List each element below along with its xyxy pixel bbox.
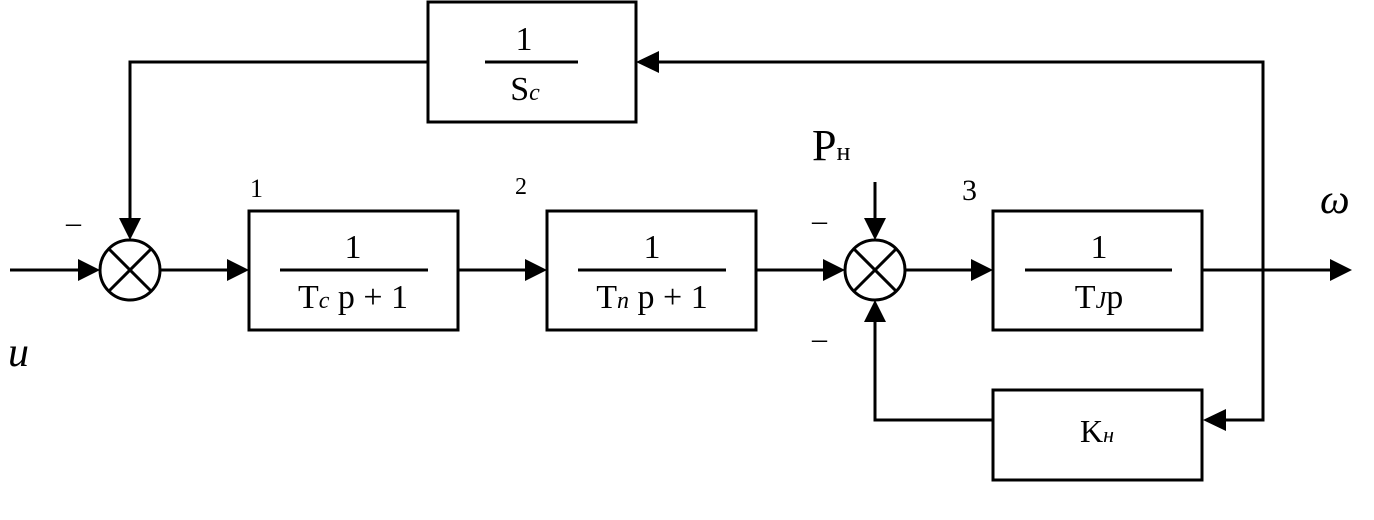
feedback-sc-block: 1 Sc [426, 0, 638, 124]
kn-block: Kн [991, 388, 1204, 482]
disturbance-main: P [812, 121, 836, 170]
disturbance-label: Pн [812, 121, 850, 170]
sc-denominator: Sc [510, 71, 540, 108]
stage2-den-sub: п [617, 288, 629, 314]
stage3-numerator: 1 [1091, 229, 1108, 266]
stage3-den-sub: J [1096, 288, 1108, 314]
stage3-block: 1 TJp [991, 209, 1204, 332]
summer-2 [843, 238, 907, 302]
stage2-numerator: 1 [644, 229, 661, 266]
kn-main: K [1080, 413, 1103, 449]
stage3-den-post: p [1106, 279, 1123, 316]
kn-label: Kн [1080, 413, 1114, 449]
arrowhead [823, 259, 845, 281]
arrowhead [78, 259, 100, 281]
arrowhead [864, 300, 886, 322]
sc-numerator: 1 [516, 21, 533, 58]
summer-1 [98, 238, 162, 302]
stage1-denominator: Tc p + 1 [298, 279, 408, 316]
stage2-den-post: p + 1 [629, 279, 708, 316]
minus-sign-summer2-top: – [811, 204, 828, 237]
outer-feedback-line [650, 60, 1265, 270]
arrowhead [636, 51, 659, 73]
output-label: ω [1320, 177, 1350, 223]
stage2-denominator: Tп p + 1 [596, 279, 707, 316]
arrowhead [1203, 409, 1226, 431]
kn-feedback-line [1217, 270, 1265, 422]
sc-den-main: S [510, 71, 529, 108]
arrowhead [525, 259, 547, 281]
stage3-den-pre: T [1075, 279, 1096, 316]
stage-number-1: 1 [250, 174, 263, 203]
signal-lines [10, 60, 1338, 422]
kn-return-line [873, 313, 993, 422]
input-label: u [8, 330, 29, 376]
stage-number-3: 3 [962, 174, 977, 207]
stage3-denominator: TJp [1075, 279, 1123, 316]
stage1-den-sub: c [319, 288, 330, 314]
output-arrowhead [1330, 259, 1352, 281]
arrowhead [227, 259, 249, 281]
arrowheads [78, 51, 1352, 431]
sc-den-sub: c [529, 80, 540, 106]
minus-sign-summer1: – [65, 206, 82, 239]
stage1-block: 1 Tc p + 1 [247, 209, 460, 332]
arrowhead [971, 259, 993, 281]
sc-return-line [128, 60, 428, 225]
stage1-den-post: p + 1 [329, 279, 408, 316]
stage1-numerator: 1 [345, 229, 362, 266]
arrowhead [864, 218, 886, 240]
disturbance-sub: н [836, 137, 850, 166]
stage-number-2: 2 [515, 174, 527, 200]
stage1-den-pre: T [298, 279, 319, 316]
minus-sign-summer2-bottom: – [811, 322, 828, 355]
stage2-den-pre: T [596, 279, 617, 316]
stage2-block: 1 Tп p + 1 [545, 209, 758, 332]
kn-sub: н [1103, 422, 1114, 447]
arrowhead [119, 218, 141, 240]
